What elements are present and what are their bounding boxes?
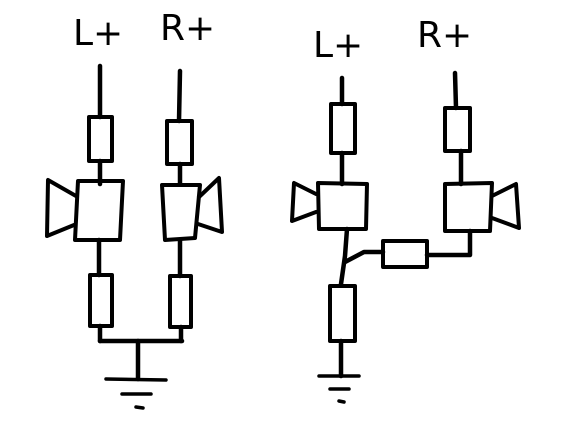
speaker-r-body bbox=[160, 183, 202, 242]
ground-icon-2 bbox=[317, 374, 361, 404]
left-circuit-label-r: R+ bbox=[160, 8, 215, 49]
speaker-l-body bbox=[73, 179, 125, 242]
right-circuit-label-r: R+ bbox=[417, 15, 472, 56]
speaker-r2-cone-icon bbox=[490, 182, 521, 230]
speaker-r-cone-icon bbox=[196, 176, 224, 234]
wire-bridge-left bbox=[342, 249, 386, 265]
right-circuit-label-l: L+ bbox=[313, 25, 363, 66]
resistor-r2-series bbox=[443, 106, 472, 153]
speaker-l-cone-icon bbox=[45, 178, 78, 238]
speaker-l2-cone-icon bbox=[290, 181, 318, 223]
resistor-r-return bbox=[168, 274, 193, 329]
wire-r2-top bbox=[452, 70, 459, 111]
right-circuit: L+ R+ bbox=[290, 15, 521, 404]
resistor-l-return bbox=[88, 273, 114, 328]
resistor-l2-series bbox=[329, 102, 357, 155]
resistor-r-series bbox=[165, 119, 194, 166]
resistor-l2-return bbox=[328, 284, 357, 343]
speaker-l2-body bbox=[316, 181, 369, 231]
left-circuit: L+ R+ bbox=[45, 8, 224, 410]
resistor-l-series bbox=[87, 115, 114, 163]
wire-bridge-right bbox=[424, 228, 473, 258]
left-circuit-label-l: L+ bbox=[73, 13, 123, 54]
speaker-r2-body bbox=[443, 181, 494, 233]
ground-icon bbox=[104, 377, 168, 410]
resistor-bridge bbox=[381, 239, 429, 269]
wire-l2-low bbox=[338, 226, 350, 287]
wire-r-top bbox=[176, 68, 183, 124]
